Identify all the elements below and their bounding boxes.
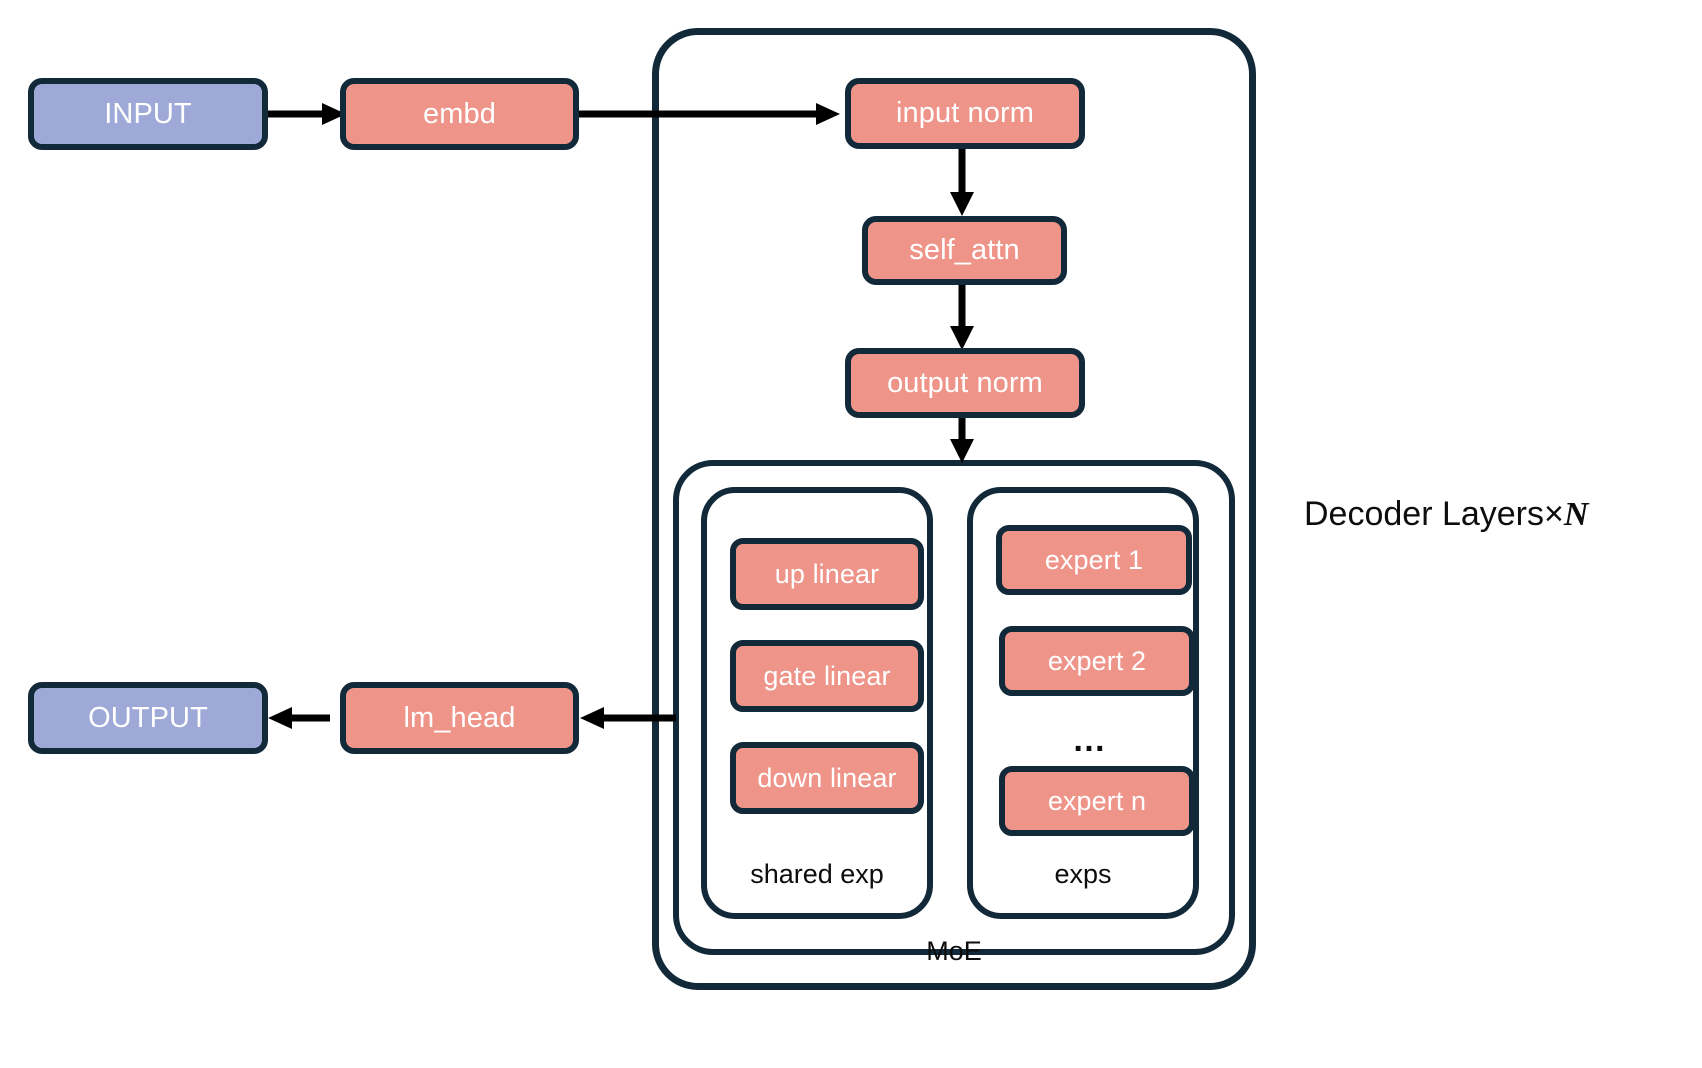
experts-group [967, 487, 1199, 919]
moe-caption: MoE [926, 936, 982, 966]
node-expert-1[interactable]: expert 1 [996, 525, 1192, 595]
node-self-attn[interactable]: self_attn [862, 216, 1067, 285]
moe-group [673, 460, 1235, 955]
decoder-layers-label: Decoder Layers×N [1304, 497, 1588, 532]
experts-ellipsis: … [1072, 721, 1108, 759]
shared-expert-caption: shared exp [750, 859, 884, 889]
edge-input-to-embd [268, 103, 346, 125]
node-embd[interactable]: embd [340, 78, 579, 150]
shared-expert-group [701, 487, 933, 919]
decoder-layers-group [652, 28, 1256, 990]
node-gate-linear[interactable]: gate linear [730, 640, 924, 712]
node-down-linear[interactable]: down linear [730, 742, 924, 814]
edge-lm-head-to-output [268, 707, 330, 729]
node-input-norm[interactable]: input norm [845, 78, 1085, 149]
node-output[interactable]: OUTPUT [28, 682, 268, 754]
experts-caption: exps [1054, 859, 1112, 889]
node-up-linear[interactable]: up linear [730, 538, 924, 610]
node-expert-n[interactable]: expert n [999, 766, 1195, 836]
node-expert-2[interactable]: expert 2 [999, 626, 1195, 696]
node-output-norm[interactable]: output norm [845, 348, 1085, 418]
node-input[interactable]: INPUT [28, 78, 268, 150]
node-lm-head[interactable]: lm_head [340, 682, 579, 754]
decoder-layers-count-variable: N [1563, 496, 1589, 533]
decoder-layers-label-prefix: Decoder Layers× [1304, 495, 1564, 533]
